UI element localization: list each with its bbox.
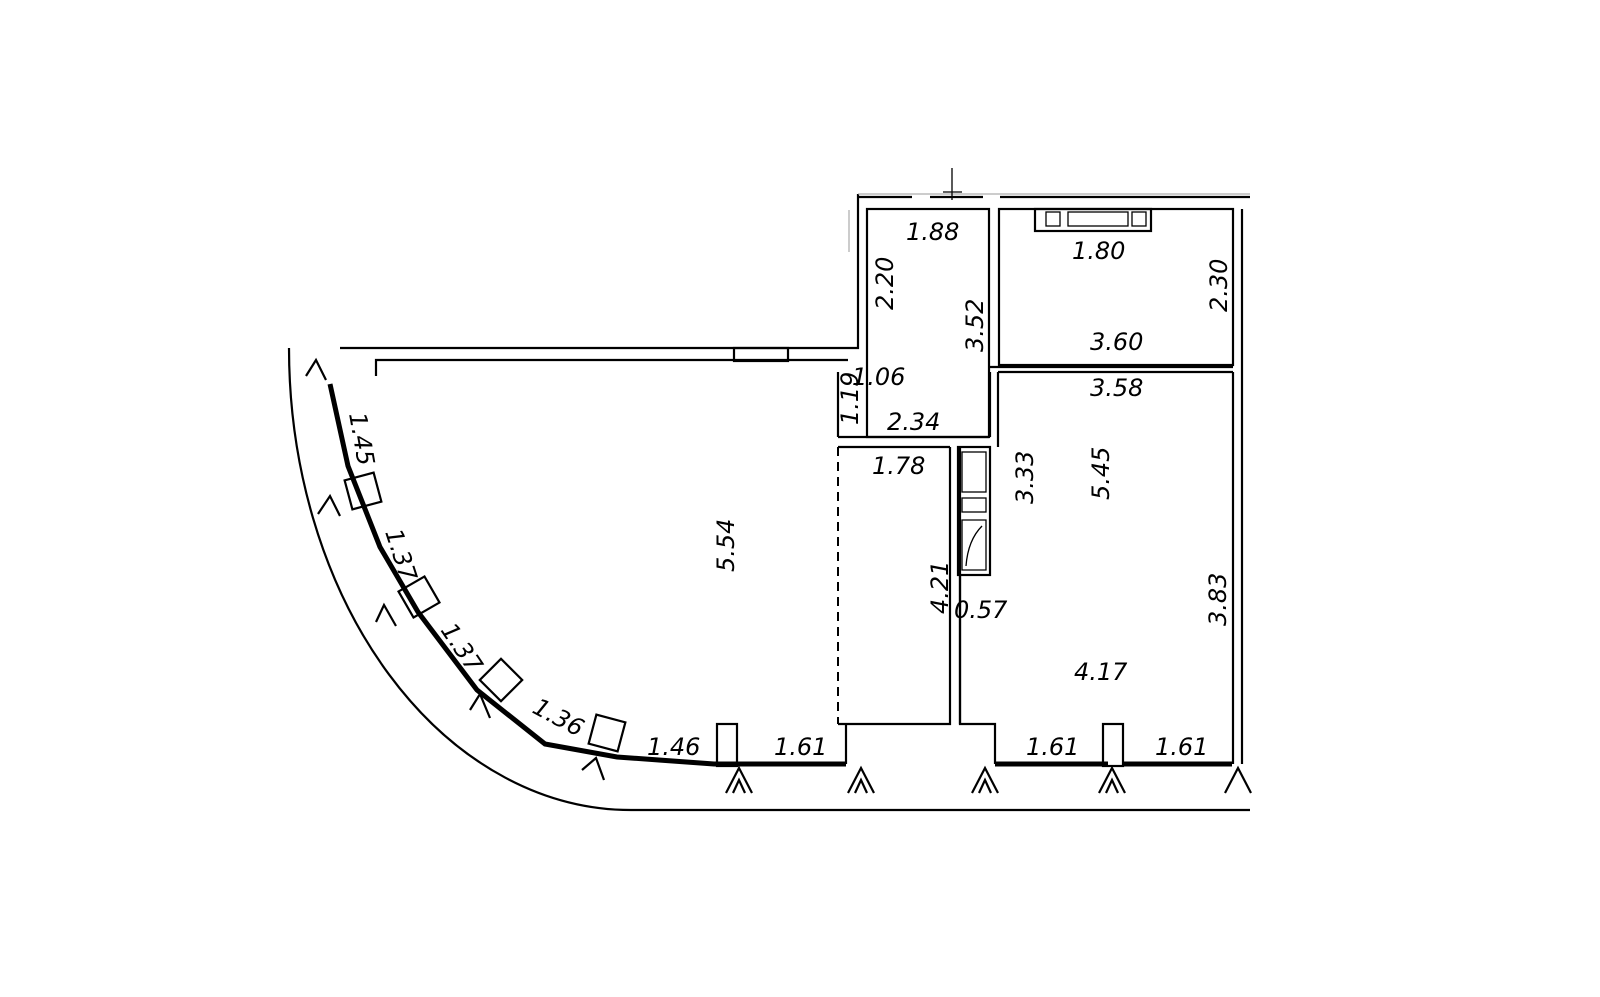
living-top-wall — [340, 194, 860, 350]
appliance-right — [1131, 211, 1147, 227]
mullion-1 — [715, 722, 739, 768]
label-room-top-bottom: 3.60 — [1090, 328, 1143, 356]
arc-mullion-4 — [587, 713, 627, 753]
arc-mullion-2 — [397, 575, 441, 619]
label-corridor-step: 1.06 — [852, 363, 905, 391]
label-bedroom-area: 4.17 — [1074, 658, 1128, 686]
label-window-bedroom-left: 1.61 — [1026, 733, 1079, 761]
label-living-length: 5.54 — [712, 519, 740, 572]
appliance-center — [1067, 211, 1129, 227]
arc-mullion-1 — [343, 471, 383, 511]
inner-facade-arc — [327, 383, 741, 767]
label-window-living: 1.61 — [774, 733, 827, 761]
appliance-left — [1045, 211, 1061, 227]
label-bedroom-length: 5.45 — [1087, 447, 1115, 500]
label-room-top-height: 2.30 — [1205, 259, 1233, 312]
label-hall-width: 1.78 — [872, 452, 925, 480]
label-hall-height: 4.21 — [926, 561, 954, 614]
label-corridor-height: 1.19 — [836, 372, 864, 425]
label-bath-side: 3.52 — [961, 299, 989, 352]
fixture-mid — [961, 497, 987, 513]
radiator-marks — [305, 357, 1252, 794]
stack-marker — [943, 168, 962, 200]
mullion-2 — [1101, 722, 1125, 768]
arc-mullion-3 — [478, 657, 524, 703]
label-arc-segment-5: 1.46 — [647, 733, 700, 761]
label-closet-width: 0.57 — [954, 596, 1008, 624]
closet-outline — [956, 445, 992, 577]
bedroom-left-wall — [958, 372, 1000, 764]
label-bedroom-top: 3.58 — [1090, 374, 1143, 402]
label-bath-height: 2.20 — [871, 257, 899, 310]
label-window-bedroom-right: 1.61 — [1155, 733, 1208, 761]
appliance-unit — [1033, 207, 1153, 233]
living-top-inner — [374, 358, 848, 376]
label-bath-width: 1.88 — [906, 218, 959, 246]
label-bedroom-side: 3.83 — [1204, 573, 1232, 626]
shower-curve — [961, 519, 987, 571]
fixture-top — [961, 451, 987, 493]
label-corridor-width: 2.34 — [887, 408, 940, 436]
label-bedroom-divider: 3.33 — [1011, 451, 1039, 504]
hall-right-wall — [838, 447, 952, 726]
doorway-top — [732, 346, 790, 363]
outer-facade-arc — [287, 347, 1250, 812]
label-room-top-width: 1.80 — [1072, 237, 1125, 265]
